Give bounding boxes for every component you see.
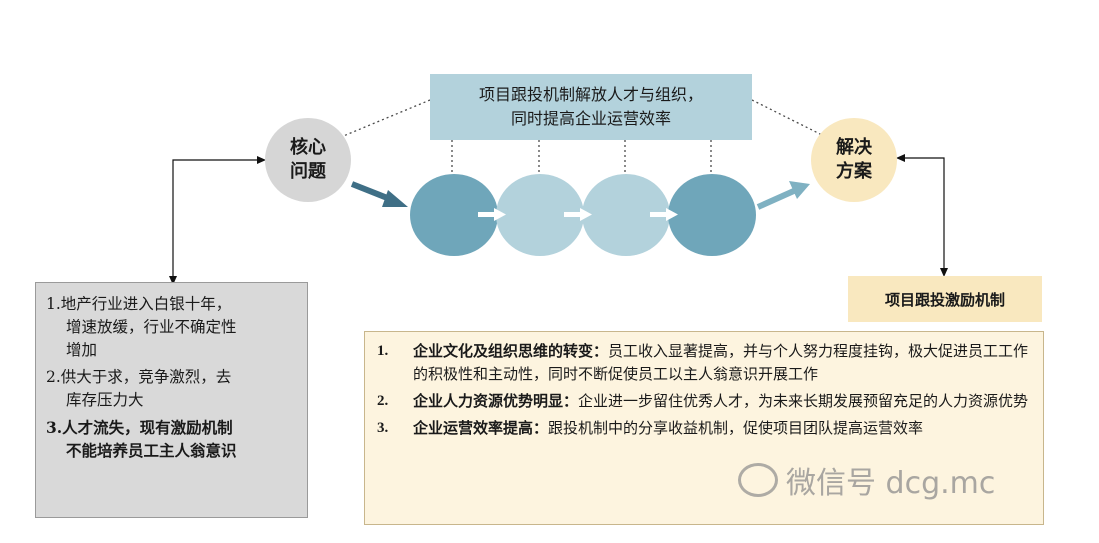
white-arrow-3 bbox=[666, 208, 678, 221]
benefit-head: 企业文化及组织思维的转变： bbox=[413, 342, 609, 360]
core-problems-box: 1.地产行业进入白银十年， 增速放缓，行业不确定性 增加 2.供大于求，竞争激烈… bbox=[35, 282, 308, 518]
arrowhead-to-problems bbox=[169, 276, 177, 285]
arrow-into-process bbox=[382, 190, 408, 207]
problem-item-1: 1.地产行业进入白银十年， 增速放缓，行业不确定性 增加 bbox=[46, 295, 237, 359]
core-line-2: 问题 bbox=[290, 161, 326, 182]
process-circle-4 bbox=[668, 174, 756, 256]
arrowhead-to-tag bbox=[940, 268, 948, 277]
benefit-head: 企业运营效率提高： bbox=[413, 419, 549, 437]
white-arrow-2 bbox=[580, 208, 592, 221]
left-elbow-connector bbox=[172, 159, 262, 282]
benefit-item-3: 3. 企业运营效率提高：跟投机制中的分享收益机制，促使项目团队提高运营效率 bbox=[377, 419, 924, 437]
solution-line-1: 解决 bbox=[836, 137, 872, 158]
arrow-out-of-process bbox=[789, 181, 810, 199]
arrowhead-to-core bbox=[257, 156, 266, 164]
benefit-item-2: 2. 企业人力资源优势明显：企业进一步留住优秀人才，为未来长期发展预留充足的人力… bbox=[377, 392, 1029, 410]
problem-item-3: 3.人才流失，现有激励机制 不能培养员工主人翁意识 bbox=[46, 418, 237, 460]
arrowhead-to-solution bbox=[896, 154, 905, 162]
watermark-text: 微信号 dcg.mc bbox=[786, 466, 996, 501]
mechanism-summary-box: 项目跟投机制解放人才与组织， 同时提高企业运营效率 bbox=[430, 74, 752, 140]
wechat-icon bbox=[738, 463, 778, 497]
solution-line-2: 方案 bbox=[836, 161, 872, 182]
core-problem-bubble: 核心 问题 bbox=[265, 118, 351, 202]
right-elbow-connector bbox=[899, 157, 945, 274]
white-arrow-1 bbox=[494, 208, 506, 221]
summary-line-1: 项目跟投机制解放人才与组织， bbox=[478, 85, 703, 104]
core-line-1: 核心 bbox=[290, 137, 326, 158]
white-arrows bbox=[478, 208, 678, 221]
problem-item-2: 2.供大于求，竞争激烈，去 库存压力大 bbox=[46, 368, 232, 409]
dotted-link-right bbox=[751, 99, 827, 138]
solution-tag: 项目跟投激励机制 bbox=[848, 276, 1042, 322]
benefit-body: 员工收入显著提高，并与个人努力程度挂钩，极大促进员工工作的积极性和主动性，同时不… bbox=[413, 342, 1029, 383]
dotted-link-left bbox=[340, 99, 431, 138]
benefit-body: 企业进一步留住优秀人才，为未来长期发展预留充足的人力资源优势 bbox=[578, 392, 1029, 410]
benefit-head: 企业人力资源优势明显： bbox=[413, 392, 579, 410]
benefit-item-1: 1. 企业文化及组织思维的转变：员工收入显著提高，并与个人努力程度挂钩，极大促进… bbox=[377, 342, 1029, 383]
benefit-body: 跟投机制中的分享收益机制，促使项目团队提高运营效率 bbox=[548, 419, 924, 437]
watermark: 微信号 dcg.mc bbox=[738, 458, 995, 502]
benefits-box: 1. 企业文化及组织思维的转变：员工收入显著提高，并与个人努力程度挂钩，极大促进… bbox=[364, 331, 1044, 525]
solution-bubble: 解决 方案 bbox=[811, 118, 897, 202]
summary-line-2: 同时提高企业运营效率 bbox=[510, 109, 671, 128]
